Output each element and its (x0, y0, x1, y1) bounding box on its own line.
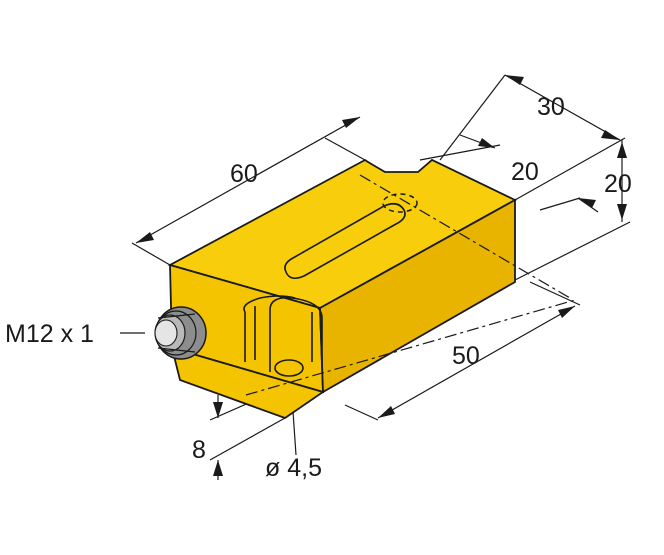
dim-width: 30 (537, 93, 565, 121)
sensor-housing (167, 158, 576, 420)
top-hole-hidden (382, 193, 418, 213)
dim-hole-spacing: 50 (452, 342, 480, 370)
dim-sensing-offset: 20 (511, 158, 539, 186)
dim-mount-height: 8 (192, 436, 206, 464)
mounting-hole (274, 359, 304, 377)
dimension-lines (120, 74, 631, 480)
mounting-block (170, 346, 326, 420)
dim-length: 60 (230, 160, 258, 188)
center-line (245, 299, 576, 396)
dim-hole-diameter: ø 4,5 (265, 454, 322, 482)
dim-connector-thread: M12 x 1 (5, 320, 94, 348)
m12-connector (154, 306, 207, 360)
axis-line (359, 174, 571, 299)
dim-height: 20 (604, 170, 632, 198)
mounting-slot (243, 295, 323, 372)
mounting-slot-inner (254, 306, 313, 362)
top-slot (284, 202, 406, 280)
